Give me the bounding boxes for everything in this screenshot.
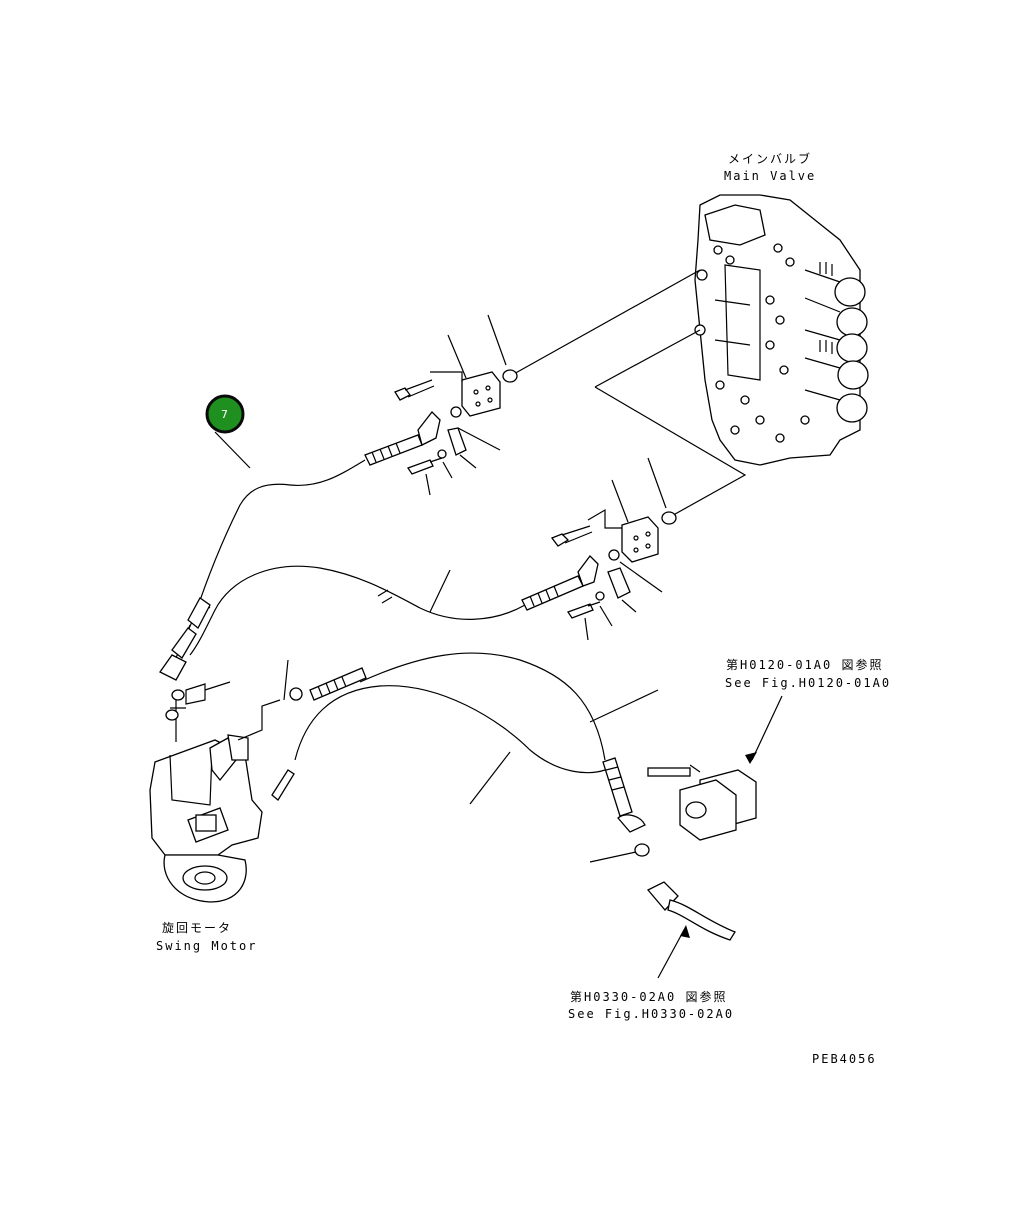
drawing-code: PEB4056	[812, 1052, 877, 1066]
ref-h0330-label-en: See Fig.H0330-02A0	[568, 1007, 734, 1021]
main-valve-drawing	[694, 194, 869, 466]
main-valve-label-en: Main Valve	[724, 169, 816, 183]
ref-h0330-label-jp: 第H0330-02A0 図参照	[570, 989, 727, 1004]
callout-number: 7	[221, 408, 228, 421]
block-component	[647, 695, 783, 841]
hoses	[159, 431, 659, 833]
swing-motor-drawing	[149, 681, 281, 903]
lower-fitting	[589, 843, 736, 979]
valve-ports	[694, 243, 810, 443]
callout-circle[interactable]	[205, 394, 245, 434]
callout-7[interactable]: 7	[205, 394, 245, 434]
middle-fitting-group	[521, 457, 677, 641]
valve-spools	[804, 262, 869, 423]
ref-h0120-label-en: See Fig.H0120-01A0	[725, 676, 891, 690]
swing-motor-label-en: Swing Motor	[156, 939, 257, 953]
upper-fitting-group	[364, 314, 518, 496]
swing-motor-label-jp: 旋回モータ	[162, 921, 232, 935]
main-valve-label-jp: メインバルブ	[728, 151, 812, 166]
ref-h0120-label-jp: 第H0120-01A0 図参照	[726, 657, 883, 672]
